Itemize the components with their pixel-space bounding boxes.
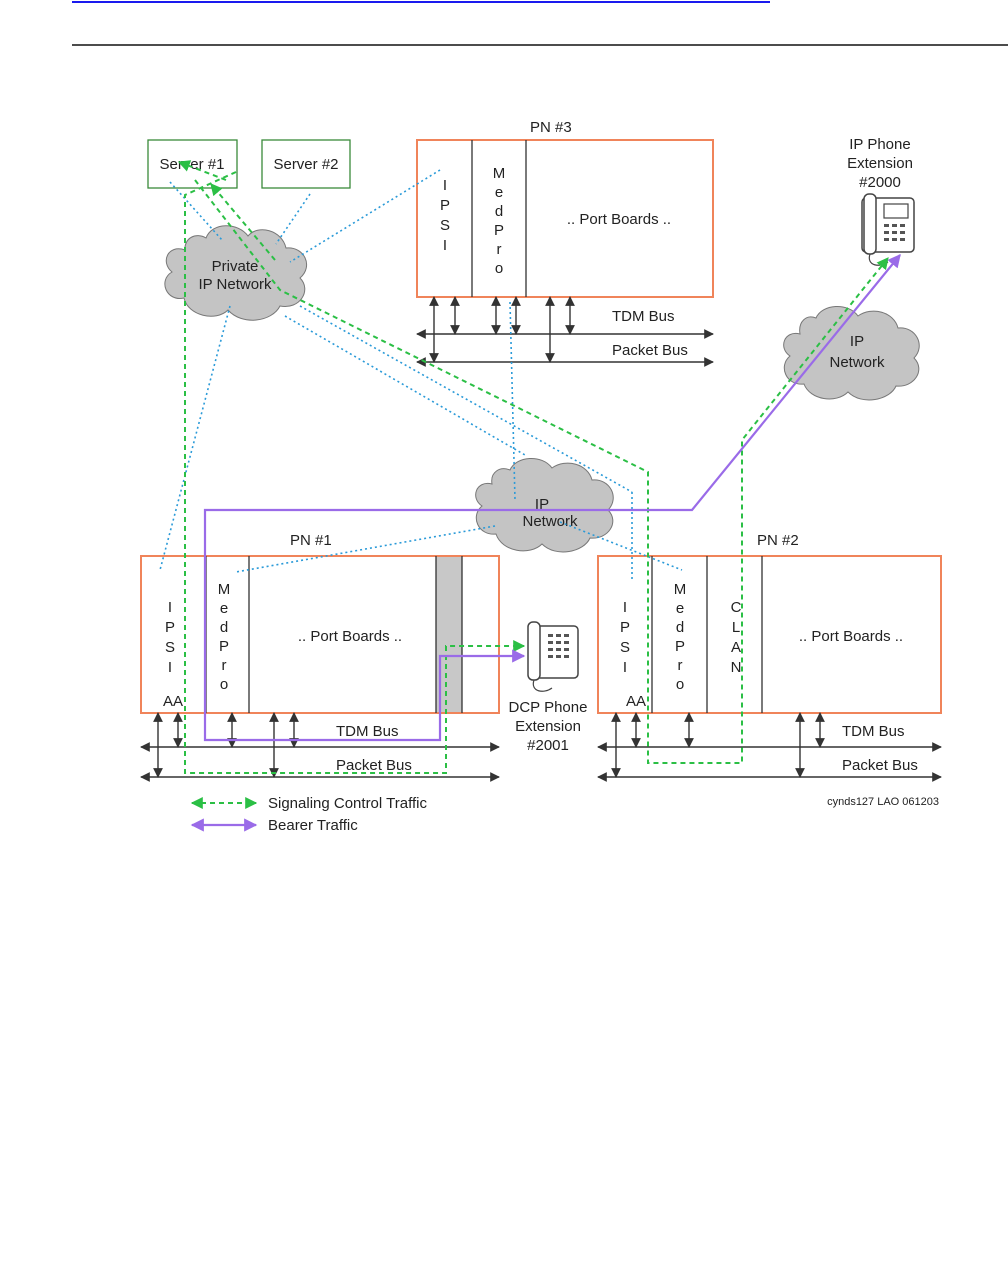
pn3-port-boards: .. Port Boards .. — [567, 211, 671, 228]
svg-text:I: I — [623, 599, 627, 616]
svg-text:e: e — [220, 600, 228, 617]
svg-text:S: S — [620, 639, 630, 656]
pn3-ipsi-label: I P S I — [440, 177, 450, 254]
svg-text:d: d — [220, 619, 228, 636]
pn2-aa-label: AA — [626, 693, 646, 710]
network-links — [159, 169, 683, 580]
signaling-paths — [177, 160, 889, 774]
svg-text:r: r — [678, 657, 683, 674]
server-2: Server #2 — [261, 139, 351, 189]
svg-text:IP: IP — [535, 496, 549, 513]
svg-text:IP Network: IP Network — [198, 276, 272, 293]
legend-bearer-label: Bearer Traffic — [268, 817, 358, 834]
port-network-1: PN #1 I P S I AA M e d P r o .. Port Boa… — [140, 532, 500, 782]
pn1-aa-label: AA — [163, 693, 183, 710]
pn3-title: PN #3 — [530, 119, 572, 136]
pn1-title: PN #1 — [290, 532, 332, 549]
ip-phone-label: IP Phone Extension #2000 — [847, 136, 913, 191]
pn3-medpro-label: M e d P r o — [493, 165, 506, 277]
pn2-port-boards: .. Port Boards .. — [799, 628, 903, 645]
pn2-tdm-label: TDM Bus — [842, 723, 905, 740]
svg-text:IP Phone: IP Phone — [849, 136, 910, 153]
figure-id: cynds127 LAO 061203 — [827, 796, 939, 808]
svg-text:o: o — [676, 676, 684, 693]
pn3-tdm-label: TDM Bus — [612, 308, 675, 325]
svg-text:N: N — [731, 659, 742, 676]
svg-text:I: I — [623, 659, 627, 676]
svg-text:M: M — [493, 165, 506, 182]
dcp-phone-icon — [527, 621, 579, 692]
svg-text:DCP Phone: DCP Phone — [509, 699, 588, 716]
svg-text:P: P — [675, 638, 685, 655]
pn3-packet-label: Packet Bus — [612, 342, 688, 359]
svg-text:d: d — [495, 203, 503, 220]
svg-text:C: C — [731, 599, 742, 616]
svg-text:Extension: Extension — [847, 155, 913, 172]
svg-text:o: o — [220, 676, 228, 693]
svg-text:#2001: #2001 — [527, 737, 569, 754]
svg-text:Extension: Extension — [515, 718, 581, 735]
server-1: Server #1 — [147, 139, 238, 189]
dcp-phone-label: DCP Phone Extension #2001 — [509, 699, 588, 754]
pn1-ipsi-label: I P S I — [165, 599, 175, 676]
svg-text:Server #2: Server #2 — [273, 156, 338, 173]
svg-text:S: S — [440, 217, 450, 234]
svg-text:S: S — [165, 639, 175, 656]
svg-text:Private: Private — [212, 258, 259, 275]
ip-phone-icon — [861, 193, 915, 266]
pn2-clan-label: C L A N — [731, 599, 742, 676]
pn3-cabinet — [416, 139, 714, 298]
pn1-packet-label: Packet Bus — [336, 757, 412, 774]
svg-text:I: I — [443, 237, 447, 254]
pn2-packet-label: Packet Bus — [842, 757, 918, 774]
pn1-medpro-label: M e d P r o — [218, 581, 231, 693]
svg-text:I: I — [168, 599, 172, 616]
pn1-tdm-label: TDM Bus — [336, 723, 399, 740]
svg-text:P: P — [219, 638, 229, 655]
port-network-2: PN #2 I P S I AA M e d P r o C L A N .. … — [597, 532, 942, 782]
svg-text:L: L — [732, 619, 740, 636]
legend-signaling-label: Signaling Control Traffic — [268, 795, 427, 812]
ip-network-right-cloud: IP Network — [783, 306, 920, 401]
svg-text:IP: IP — [850, 333, 864, 350]
pn1-port-boards: .. Port Boards .. — [298, 628, 402, 645]
svg-text:Server #1: Server #1 — [159, 156, 224, 173]
svg-text:P: P — [165, 619, 175, 636]
legend: Signaling Control Traffic Bearer Traffic — [190, 795, 427, 834]
ip-network-center-cloud: IP Network — [475, 458, 614, 553]
private-ip-network-cloud: Private IP Network — [164, 225, 307, 321]
svg-text:d: d — [676, 619, 684, 636]
svg-text:Network: Network — [829, 354, 885, 371]
svg-text:r: r — [497, 241, 502, 258]
pn2-ipsi-label: I P S I — [620, 599, 630, 676]
bearer-path — [203, 253, 901, 742]
svg-text:I: I — [168, 659, 172, 676]
svg-text:o: o — [495, 260, 503, 277]
svg-text:P: P — [440, 197, 450, 214]
svg-text:e: e — [495, 184, 503, 201]
port-network-3: PN #3 I P S I M e d P r o .. Port Boards… — [416, 119, 714, 367]
svg-text:I: I — [443, 177, 447, 194]
svg-text:Network: Network — [522, 513, 578, 530]
svg-text:e: e — [676, 600, 684, 617]
svg-text:P: P — [620, 619, 630, 636]
pn2-title: PN #2 — [757, 532, 799, 549]
svg-text:A: A — [731, 639, 741, 656]
pn2-cabinet — [597, 555, 942, 714]
pn2-medpro-label: M e d P r o — [674, 581, 687, 693]
svg-text:M: M — [674, 581, 687, 598]
svg-text:#2000: #2000 — [859, 174, 901, 191]
svg-text:r: r — [222, 657, 227, 674]
svg-text:P: P — [494, 222, 504, 239]
svg-text:M: M — [218, 581, 231, 598]
pn1-cabinet — [140, 555, 500, 714]
